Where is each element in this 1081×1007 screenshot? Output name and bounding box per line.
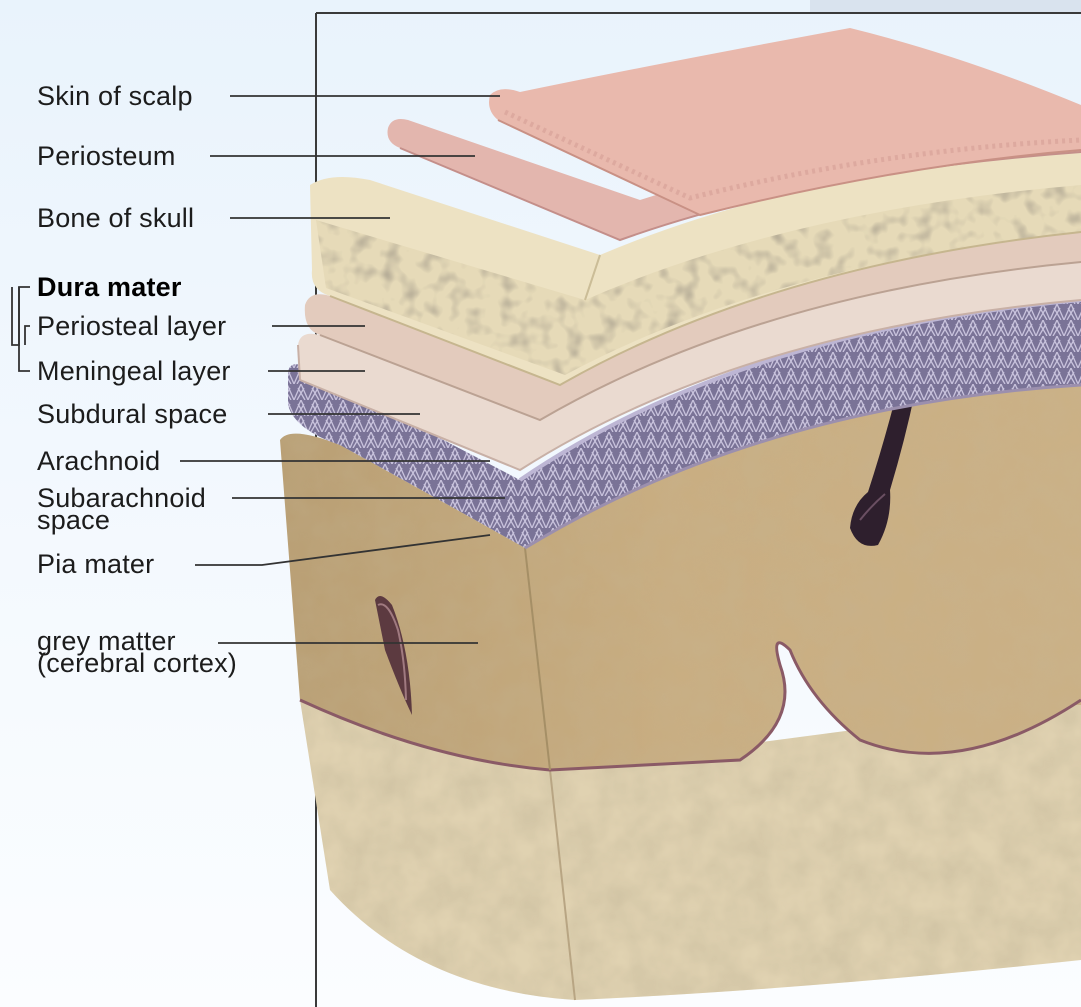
- meninges-diagram: [0, 0, 1081, 1007]
